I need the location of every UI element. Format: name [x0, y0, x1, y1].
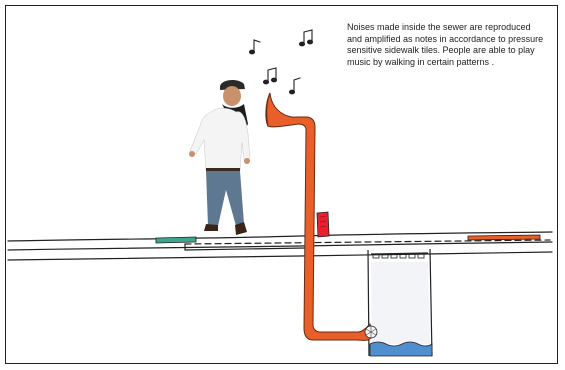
sewer-chamber	[368, 249, 432, 356]
person-belt	[206, 168, 240, 171]
street-line	[8, 252, 552, 260]
description-text: Noises made inside the sewer are reprodu…	[347, 22, 547, 68]
music-note-icon	[250, 40, 261, 54]
person-hand-right	[244, 158, 250, 164]
pressure-tile-orange	[468, 235, 540, 240]
person-hand-left	[189, 151, 195, 157]
pressure-tile-green	[156, 237, 196, 243]
person-head	[223, 86, 241, 106]
valve-box	[317, 212, 329, 237]
music-notes	[250, 30, 313, 94]
music-note-icon	[300, 30, 313, 46]
sewer-chamber-shading	[371, 262, 430, 344]
music-note-icon	[290, 78, 301, 94]
sewer-water	[370, 342, 432, 356]
person-jeans	[206, 171, 244, 226]
person-shoe-left	[204, 224, 218, 231]
music-note-icon	[264, 68, 277, 84]
sewer-chamber-wall-right	[430, 249, 432, 356]
person-walking	[189, 80, 250, 235]
person-shirt	[190, 108, 250, 170]
